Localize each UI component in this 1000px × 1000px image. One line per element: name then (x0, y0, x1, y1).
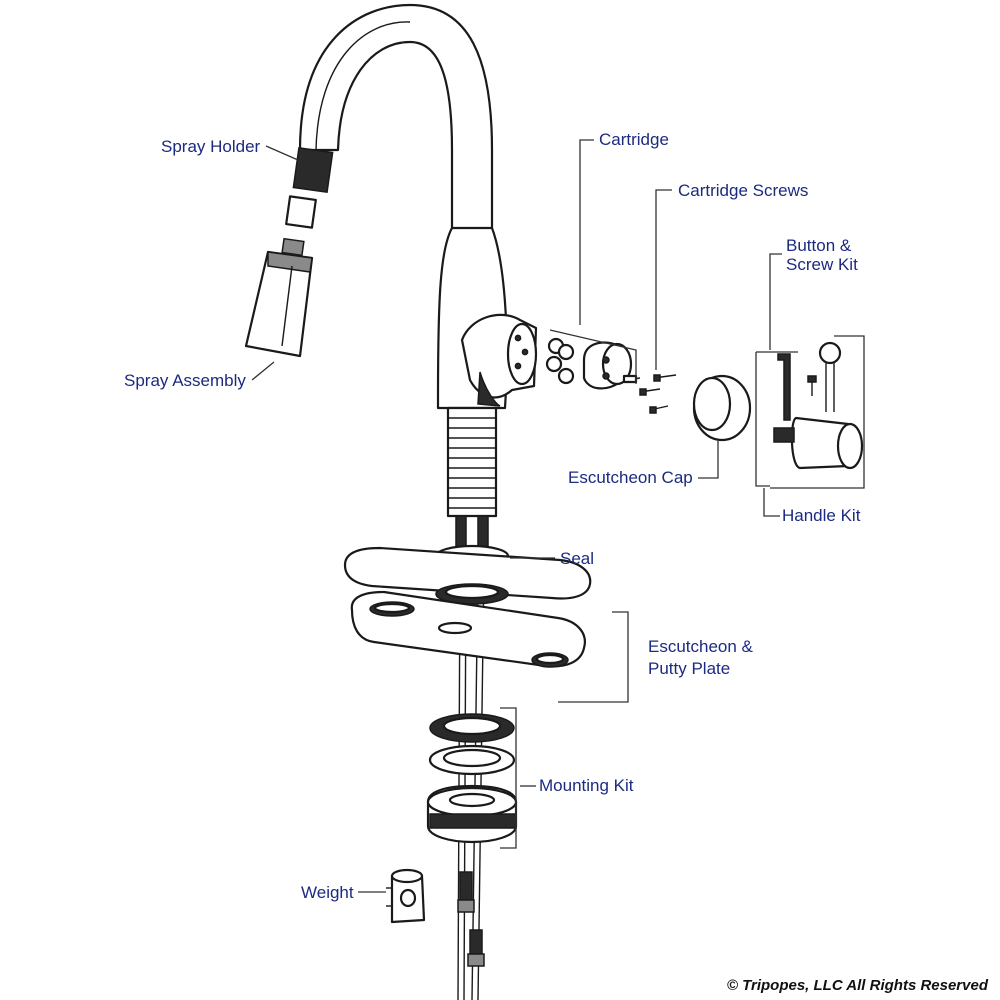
label-escutcheon-cap: Escutcheon Cap (568, 468, 693, 487)
label-button-screw-kit-line2: Screw Kit (786, 255, 858, 274)
cartridge (545, 337, 641, 390)
label-button-screw-kit-line1: Button & (786, 236, 852, 255)
label-mounting-kit: Mounting Kit (539, 776, 634, 795)
escutcheon-plate (343, 546, 592, 605)
label-escutcheon-putty-line2: Putty Plate (648, 659, 731, 678)
weight (386, 868, 426, 924)
button-screw-kit (777, 341, 842, 421)
label-cartridge: Cartridge (599, 130, 669, 149)
label-spray-holder: Spray Holder (161, 137, 261, 156)
label-cartridge-screws: Cartridge Screws (678, 181, 809, 200)
putty-plate (350, 590, 586, 668)
cartridge-screws (639, 374, 677, 414)
spray-assembly (244, 250, 314, 358)
handle (773, 416, 864, 470)
label-handle-kit: Handle Kit (782, 506, 861, 525)
leader-lines (251, 139, 865, 893)
label-spray-assembly: Spray Assembly (124, 371, 246, 390)
label-weight: Weight (301, 883, 354, 902)
threaded-shank (446, 406, 498, 518)
copyright-notice: © Tripopes, LLC All Rights Reserved (726, 977, 988, 994)
faucet-body (436, 226, 538, 410)
escutcheon-cap (692, 374, 752, 442)
faucet-spout (298, 3, 494, 232)
label-seal: Seal (560, 549, 595, 568)
label-escutcheon-putty-line1: Escutcheon & (648, 637, 753, 656)
spray-holder (281, 146, 334, 257)
mounting-kit-parts (426, 713, 518, 844)
